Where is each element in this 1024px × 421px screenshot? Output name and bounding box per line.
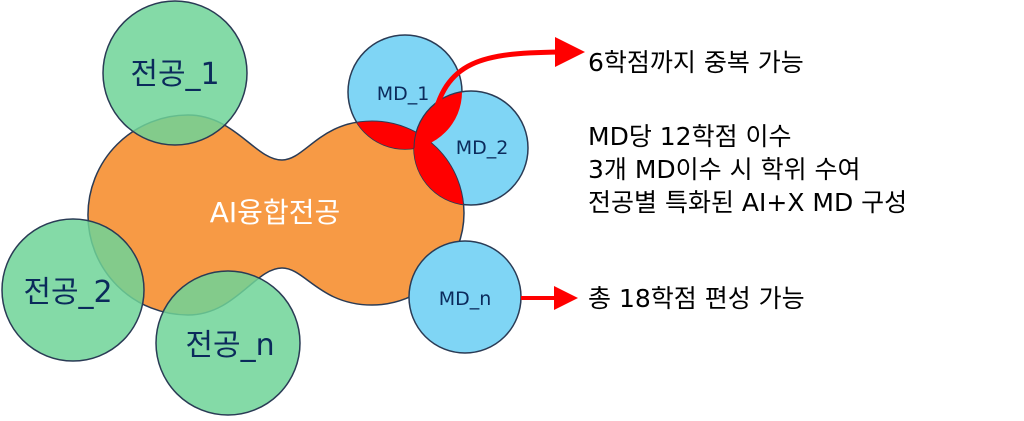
total-note: 총 18학점 편성 가능 [588, 284, 805, 313]
md-note-1: MD당 12학점 이수 [588, 122, 792, 151]
md-note-2: 3개 MD이수 시 학위 수여 [588, 155, 861, 184]
md-note-3: 전공별 특화된 AI+X MD 구성 [588, 188, 908, 217]
overlap-highlights [348, 90, 465, 205]
major-circles [1, 0, 301, 416]
md-2-label: MD_2 [456, 137, 509, 159]
major-n-label: 전공_n [185, 328, 274, 363]
major-n-circle [155, 270, 301, 416]
overlap-note: 6학점까지 중복 가능 [588, 48, 804, 77]
major-1-circle [102, 0, 248, 146]
major-1-label: 전공_1 [130, 57, 219, 92]
md-1-label: MD_1 [377, 83, 430, 105]
center-label: AI융합전공 [210, 196, 340, 229]
major-2-circle [1, 218, 145, 362]
overlap-arrow [429, 37, 585, 126]
md-n-label: MD_n [439, 288, 492, 310]
major-2-label: 전공_2 [23, 275, 112, 310]
